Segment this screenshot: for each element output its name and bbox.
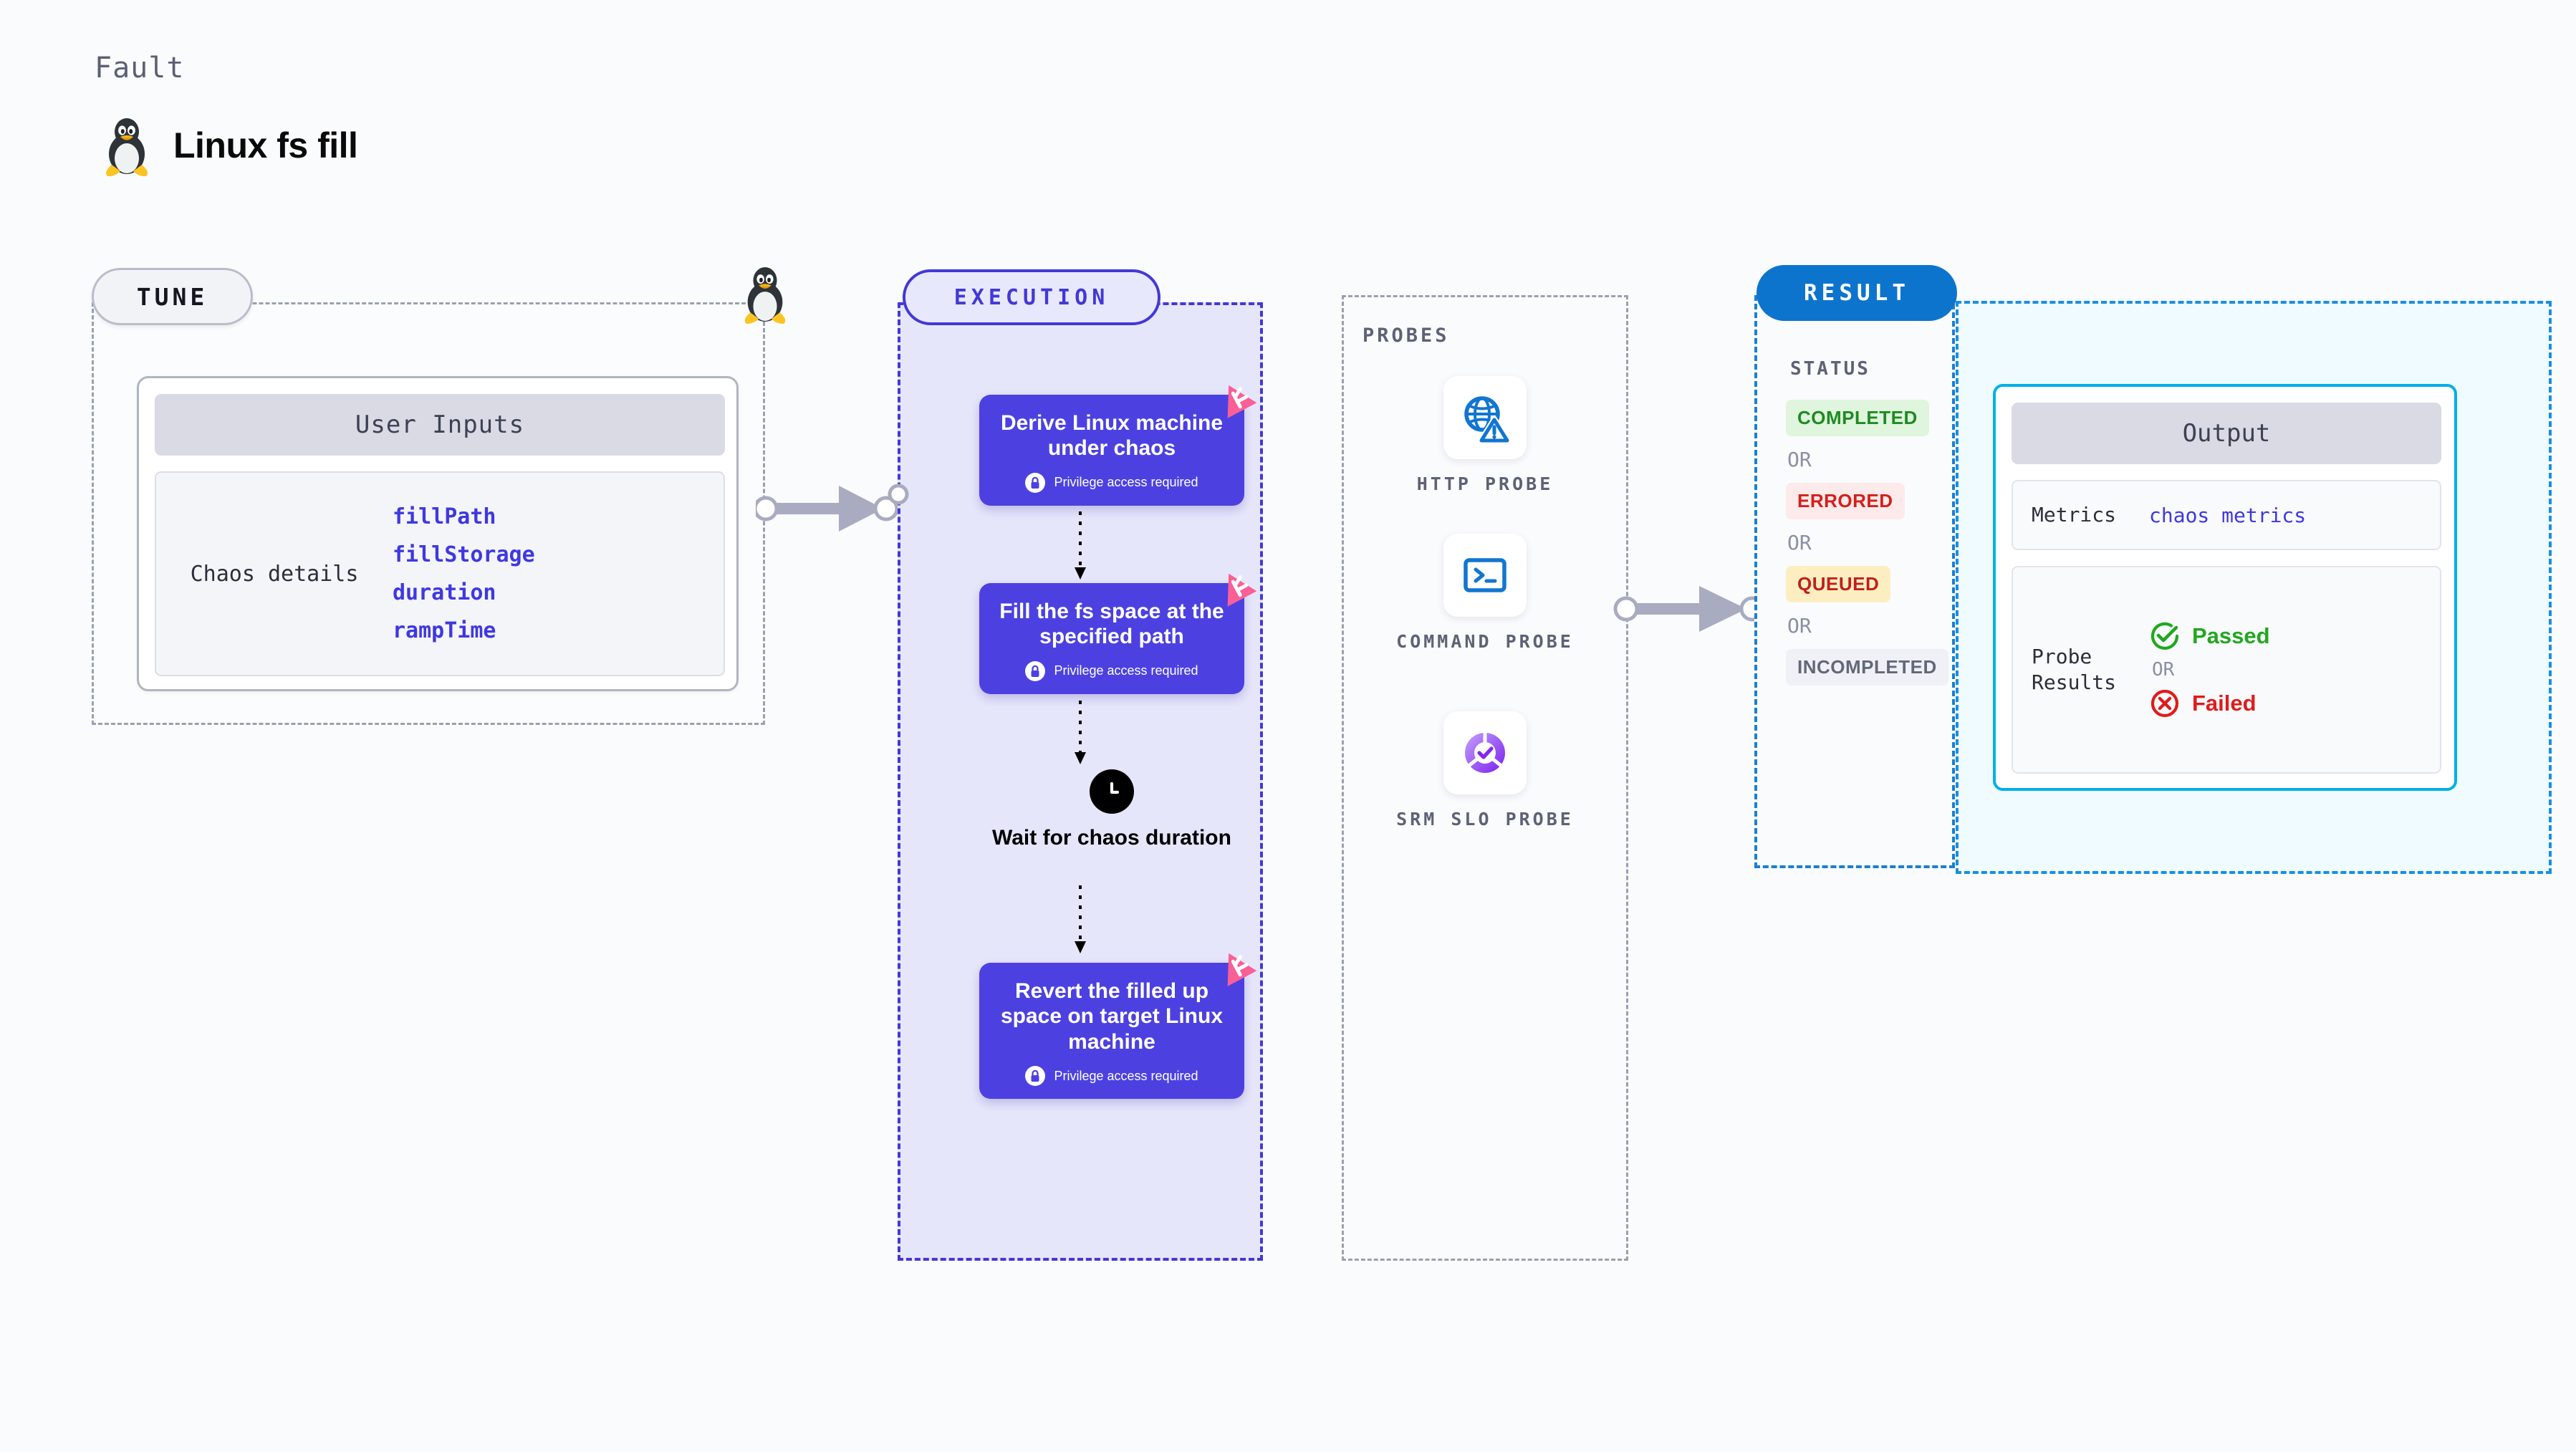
litmus-ribbon-icon <box>1227 953 1257 986</box>
status-badge-incompleted[interactable]: INCOMPLETED <box>1786 649 1948 686</box>
user-inputs-header: User Inputs <box>155 394 725 456</box>
wait-for-duration-block: Wait for chaos duration <box>979 769 1244 851</box>
or-separator: OR <box>1787 531 1812 554</box>
connector-probes-to-result <box>1613 586 1765 632</box>
chaos-details-label: Chaos details <box>190 561 359 587</box>
lock-icon <box>1025 1066 1046 1087</box>
chaos-parameter-list: fillPath fillStorage duration rampTime <box>393 504 535 643</box>
terminal-icon <box>1443 534 1527 617</box>
output-panel: Output Metrics chaos metrics Probe Resul… <box>1956 301 2552 874</box>
probe-results-row: Probe Results Passed OR <box>2012 566 2441 774</box>
clock-icon <box>1090 769 1134 814</box>
output-card-header: Output <box>2012 403 2441 464</box>
connector-tune-to-execution <box>756 486 899 532</box>
status-badge-list: COMPLETED OR ERRORED OR QUEUED OR INCOMP… <box>1786 400 1948 686</box>
tune-panel: User Inputs Chaos details fillPath fillS… <box>92 302 765 725</box>
fault-kicker: Fault <box>95 52 185 85</box>
or-separator: OR <box>1787 448 1812 471</box>
status-title: STATUS <box>1790 358 1870 380</box>
passed-label: Passed <box>2192 623 2270 648</box>
status-badge-queued[interactable]: QUEUED <box>1786 566 1891 602</box>
step-title: Fill the fs space at the specified path <box>999 600 1224 649</box>
privilege-badge: Privilege access required <box>994 660 1230 681</box>
param-ramptime[interactable]: rampTime <box>393 618 496 643</box>
privilege-badge: Privilege access required <box>994 1066 1230 1087</box>
metrics-value[interactable]: chaos metrics <box>2149 503 2307 527</box>
execution-step-card-2[interactable]: Fill the fs space at the specified path … <box>979 573 1257 694</box>
param-duration[interactable]: duration <box>393 580 496 605</box>
param-fillstorage[interactable]: fillStorage <box>393 542 535 567</box>
probe-results-label: Probe Results <box>2032 644 2117 694</box>
execution-step-card-3[interactable]: Revert the filled up space on target Lin… <box>979 953 1257 1100</box>
output-card: Output Metrics chaos metrics Probe Resul… <box>1993 384 2457 791</box>
step-title: Revert the filled up space on target Lin… <box>1000 979 1224 1054</box>
metrics-row: Metrics chaos metrics <box>2012 480 2441 550</box>
probe-result-failed: Failed <box>2149 688 2270 719</box>
result-stage-pill[interactable]: RESULT <box>1756 265 1957 321</box>
privilege-text: Privilege access required <box>1054 1068 1198 1083</box>
execution-input-port <box>888 484 909 505</box>
litmus-ribbon-icon <box>1227 573 1257 607</box>
tux-penguin-icon <box>106 118 148 176</box>
probe-item-http[interactable]: HTTP PROBE <box>1381 376 1589 496</box>
fault-title-row: Linux fs fill <box>100 115 358 176</box>
status-badge-completed[interactable]: COMPLETED <box>1786 400 1929 436</box>
privilege-text: Privilege access required <box>1054 663 1198 678</box>
lock-icon <box>1025 660 1046 681</box>
user-inputs-card: User Inputs Chaos details fillPath fillS… <box>137 376 739 691</box>
param-fillpath[interactable]: fillPath <box>393 504 496 529</box>
execution-stage-pill[interactable]: EXECUTION <box>903 269 1160 325</box>
x-circle-icon <box>2150 689 2179 718</box>
probes-panel: PROBES HTTP PROBE <box>1342 295 1628 1261</box>
probe-result-passed: Passed <box>2149 620 2270 652</box>
probe-results-values: Passed OR Failed <box>2149 620 2270 719</box>
chaos-details-row: Chaos details fillPath fillStorage durat… <box>155 471 725 676</box>
execution-panel: Derive Linux machine under chaos Privile… <box>898 302 1263 1261</box>
probe-label: COMMAND PROBE <box>1396 631 1574 652</box>
probes-title: PROBES <box>1363 324 1450 347</box>
failed-label: Failed <box>2192 691 2257 716</box>
result-panel: STATUS COMPLETED OR ERRORED OR QUEUED OR… <box>1754 295 1955 868</box>
step-title: Derive Linux machine under chaos <box>1000 411 1224 461</box>
or-separator: OR <box>1787 614 1812 638</box>
metrics-label: Metrics <box>2032 502 2117 527</box>
lock-icon <box>1025 472 1046 493</box>
litmus-ribbon-icon <box>1227 385 1257 418</box>
probe-label: HTTP PROBE <box>1416 473 1554 494</box>
probe-item-srm-slo[interactable]: SRM SLO PROBE <box>1381 711 1589 832</box>
privilege-text: Privilege access required <box>1054 475 1198 490</box>
flow-arrow-3 <box>1075 885 1086 953</box>
slo-donut-check-icon <box>1443 711 1527 794</box>
probe-label: SRM SLO PROBE <box>1396 809 1574 830</box>
privilege-badge: Privilege access required <box>994 472 1230 493</box>
globe-warning-icon <box>1443 376 1527 459</box>
or-separator: OR <box>2152 659 2175 681</box>
status-badge-errored[interactable]: ERRORED <box>1786 483 1905 519</box>
execution-step-card-1[interactable]: Derive Linux machine under chaos Privile… <box>979 385 1257 506</box>
wait-label: Wait for chaos duration <box>992 826 1231 850</box>
check-circle-icon <box>2150 622 2179 650</box>
tune-stage-pill[interactable]: TUNE <box>92 268 253 325</box>
flow-arrow-2 <box>1075 701 1086 764</box>
flow-arrow-1 <box>1075 511 1086 580</box>
page-title: Linux fs fill <box>173 125 358 165</box>
probe-item-command[interactable]: COMMAND PROBE <box>1381 534 1589 654</box>
tune-tux-penguin-icon <box>744 267 786 324</box>
